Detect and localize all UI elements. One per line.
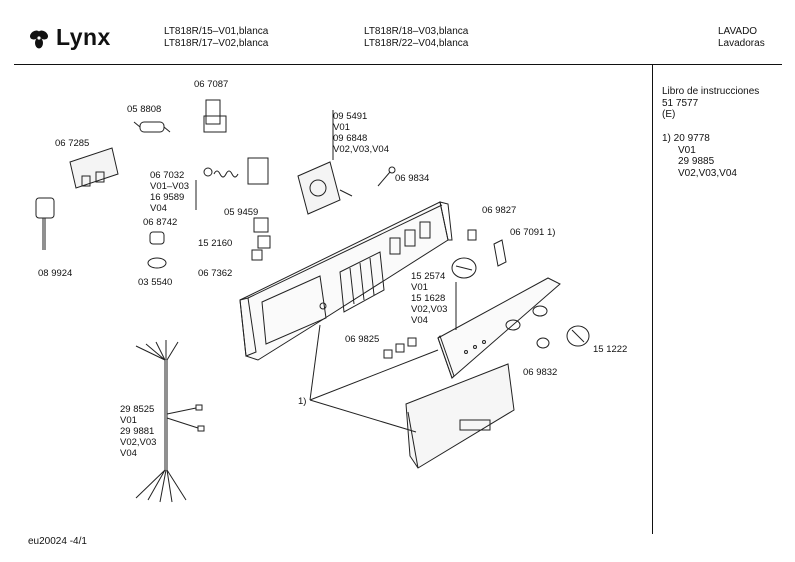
- part-label: 15 2160: [198, 238, 233, 249]
- button-set: [383, 337, 417, 359]
- part-label: 05 8808: [127, 104, 162, 115]
- part-label-group: 15 2574 V01 15 1628 V02,V03 V04: [411, 271, 447, 326]
- part-label: V04: [411, 315, 428, 326]
- part-label: 06 7091 1): [510, 227, 556, 238]
- model-line: LT818R/22–V04,blanca: [364, 38, 469, 49]
- timer-unit: [297, 161, 353, 215]
- lynx-logo-icon: [29, 29, 49, 48]
- mains-plug: [35, 197, 55, 250]
- part-label-group: 06 7032 V01–V03 16 9589 V04: [150, 170, 189, 214]
- model-line: LT818R/18–V03,blanca: [364, 26, 469, 37]
- lever-part: [377, 166, 396, 187]
- part-label: 06 9832: [523, 367, 558, 378]
- model-line: LT818R/17–V02,blanca: [164, 38, 269, 49]
- part-label: V01: [333, 122, 350, 133]
- part-label: V01: [120, 415, 137, 426]
- part-label: 06 9827: [482, 205, 517, 216]
- detergent-drawer: [405, 363, 515, 469]
- part-label: 09 5491: [333, 111, 368, 122]
- part-label: 15 2574: [411, 271, 446, 282]
- part-label-group: 29 8525 V01 29 9881 V02,V03 V04: [120, 404, 156, 459]
- terminal-block: [69, 147, 119, 189]
- part-label: V01–V03: [150, 181, 190, 192]
- part-label: 06 9834: [395, 173, 430, 184]
- part-label: 16 9589: [150, 192, 185, 203]
- part-label: 06 7285: [55, 138, 90, 149]
- brand-logo: Lynx: [28, 24, 111, 51]
- side-line: (E): [662, 109, 676, 120]
- part-label: 29 9881: [120, 426, 155, 437]
- part-label: 15 1628: [411, 293, 446, 304]
- part-label: 09 6848: [333, 133, 368, 144]
- part-label: V02,V03,V04: [333, 144, 389, 155]
- pushbutton-parts: [467, 229, 507, 267]
- part-label: V04: [120, 448, 137, 459]
- front-panel: [437, 277, 561, 379]
- instruction-book-info: Libro de instrucciones 51 7577 (E): [662, 86, 759, 121]
- clip-parts: [147, 231, 167, 269]
- model-list-2: LT818R/18–V03,blanca LT818R/22–V04,blanc…: [364, 26, 468, 50]
- side-divider: [652, 64, 653, 534]
- control-panel-housing: [239, 201, 453, 361]
- part-label: 06 7087: [194, 79, 229, 90]
- model-line: LT818R/15–V01,blanca: [164, 26, 269, 37]
- category-main: LAVADO: [718, 26, 758, 37]
- wiring-harness: [135, 110, 334, 503]
- part-label: V01: [411, 282, 428, 293]
- part-label: 06 7032: [150, 170, 185, 181]
- rotary-switches: [251, 217, 271, 261]
- side-line: Libro de instrucciones: [662, 86, 760, 97]
- part-label: 15 1222: [593, 344, 628, 355]
- switch-part: [203, 99, 227, 133]
- part-label: 08 9924: [38, 268, 73, 279]
- part-label: V02,V03: [411, 304, 448, 315]
- side-line: 51 7577: [662, 97, 699, 109]
- program-knob-body: [451, 257, 477, 279]
- brand-name: Lynx: [56, 24, 111, 50]
- selector-spring: [203, 157, 269, 185]
- model-list-1: LT818R/15–V01,blanca LT818R/17–V02,blanc…: [164, 26, 268, 50]
- footnote-line: V01: [678, 144, 696, 156]
- header-divider: [14, 64, 782, 65]
- footnote-line: 1) 20 9778: [662, 133, 710, 144]
- footnote-block: 1) 20 9778 V01 29 9885 V02,V03,V04: [662, 133, 737, 179]
- suppressor-part: [133, 121, 171, 133]
- part-label: 29 8525: [120, 404, 155, 415]
- footnote-line: V02,V03,V04: [678, 167, 737, 179]
- part-label: 06 8742: [143, 217, 178, 228]
- footnote-line: 29 9885: [678, 156, 715, 167]
- control-knob: [566, 325, 590, 347]
- page-code: eu20024 -4/1: [28, 536, 87, 547]
- part-label: 05 9459: [224, 207, 259, 218]
- knob-cap: [536, 337, 550, 349]
- category-sub: Lavadoras: [718, 38, 765, 49]
- part-label: 06 9825: [345, 334, 380, 345]
- part-label-group: 09 5491 V01 09 6848 V02,V03,V04: [333, 111, 389, 155]
- footnote-marker: 1): [298, 396, 307, 407]
- part-label: 03 5540: [138, 277, 173, 288]
- part-label: V02,V03: [120, 437, 157, 448]
- part-label: 06 7362: [198, 268, 233, 279]
- category-label: LAVADO Lavadoras: [718, 26, 765, 50]
- part-label: V04: [150, 203, 167, 214]
